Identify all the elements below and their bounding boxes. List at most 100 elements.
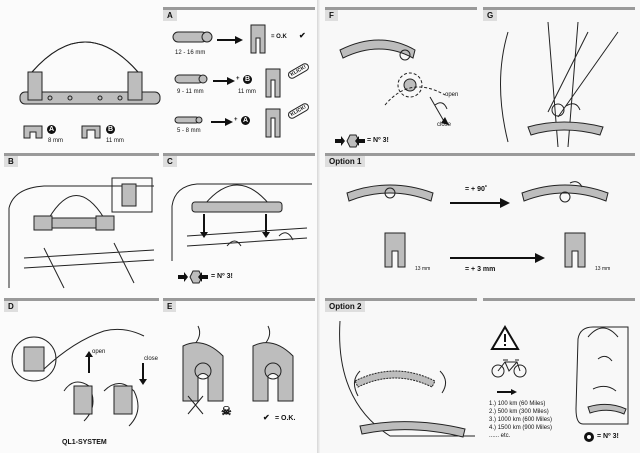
panel-label: G [483,10,498,21]
panel-a: A 12 - 16 mm = O.K ✔ 9 - 11 mm + B 11 mm… [163,7,315,155]
arrow-right-icon [213,77,235,85]
hex-nut-icon [584,432,594,442]
bag-bottom-illustration [339,320,475,438]
left-page: A 8 mm B 11 mm A 12 - 16 mm = O.K ✔ 9 - … [0,0,320,453]
mileage-row: 3.) 1000 km (600 Miles) [489,417,552,425]
ok-result: = O.K [271,34,287,40]
row-num: 2.) [489,409,497,415]
tool-size-note: = Nº 3! [597,433,619,440]
panel-e: E ☠ ✔ = O.K. [163,298,315,453]
plus-sign: + [234,117,238,123]
bag-mounting-illustration [8,177,155,289]
rack-adjust-illustration [500,21,619,148]
shift-instruction: = + 3 mm [465,266,496,273]
arrow-right-icon [211,118,233,126]
marker-b: B [243,75,252,84]
hook-icon [265,68,281,98]
rail-section-icon [172,31,213,43]
adjuster-after-illustration [521,181,609,203]
bag-rack-illustration [171,183,312,261]
panel-label: Option 1 [325,156,366,167]
close-label: close [437,122,452,128]
row-km: 500 km [497,409,518,415]
close-label: close [144,356,159,362]
size-11: 11 mm [238,89,256,95]
bicycle-icon [491,359,527,378]
plus-sign: + [236,76,240,82]
check-icon: ✔ [263,413,270,422]
row-miles: (60 Miles) [519,401,546,407]
warning-icon [490,325,520,350]
mileage-row: 1.) 100 km (60 Miles) [489,401,552,409]
panel-label: B [4,156,18,167]
row-num: 1.) [489,401,497,407]
clip-a-icon [23,125,43,139]
allen-key-icon [335,134,365,148]
dimension-left: 13 mm [415,266,431,272]
hand-release-illustration [11,328,147,427]
skull-icon: ☠ [221,404,232,418]
adjuster-illustration [339,39,449,125]
dimension-right: 13 mm [595,266,611,272]
panel-b: B [4,153,159,296]
rail-section-icon [174,116,203,124]
mileage-row: 2.) 500 km (300 Miles) [489,409,552,417]
range-3: 5 - 8 mm [177,128,201,134]
row-num: 4.) [489,425,497,431]
marker-a: A [47,125,56,134]
row-miles: (600 Miles) [522,417,553,423]
arrow-right-icon [497,389,517,395]
open-label: open [92,349,106,355]
click-bubble: KLICK! [286,101,311,121]
marker-a: A [241,116,250,125]
adjuster-before-illustration [346,184,434,202]
system-caption: QL1-SYSTEM [62,439,107,446]
row-num: 3.) [489,417,497,423]
tool-size-note: = Nº 3! [367,137,389,144]
allen-key-icon [178,270,208,284]
panel-d: D open close QL1-SYSTEM [4,298,159,453]
panel-label: F [325,10,338,21]
arrow-right-icon [217,36,243,44]
rotate-instruction: = + 90˚ [465,186,488,193]
hook-after-illustration [564,232,586,268]
arrow-right-icon [450,253,545,263]
tool-size-note: = Nº 3! [211,273,233,280]
range-1: 12 - 16 mm [175,50,206,56]
row-miles: (300 Miles) [519,409,549,415]
row-miles: (900 Miles) [522,425,553,431]
ok-result: = O.K. [275,415,296,422]
correct-hook-illustration [252,325,294,402]
etc-text: ...... etc. [489,433,511,439]
panel-label: C [163,156,177,167]
size-a-value: 8 mm [48,138,63,144]
warning-panel: 1.) 100 km (60 Miles) 2.) 500 km (300 Mi… [483,298,635,453]
panel-g: G [483,7,635,153]
row-km: 1000 km [497,417,521,423]
range-2: 9 - 11 mm [177,89,204,95]
panel-c: C = Nº 3! [163,153,315,296]
hook-before-illustration [384,232,406,268]
row-km: 100 km [497,401,518,407]
right-page: F open close = Nº 3! G [320,0,640,453]
wrong-hook-illustration [182,325,224,415]
panel-label: Option 2 [325,301,366,312]
hook-icon [250,24,266,54]
open-label: open [445,92,459,98]
panel-label: E [163,301,177,312]
mileage-row: 4.) 1500 km (900 Miles) [489,425,552,433]
check-icon: ✔ [299,31,306,40]
panel-label: D [4,301,18,312]
bag-adjust-illustration [575,326,629,425]
option-1-panel: Option 1 = + 90˚ 13 mm = + 3 mm 13 mm [325,153,635,296]
row-km: 1500 km [497,425,521,431]
panel-label: A [163,10,177,21]
mileage-list: 1.) 100 km (60 Miles) 2.) 500 km (300 Mi… [489,401,552,441]
rail-section-icon [174,74,208,84]
panel-f: F open close = Nº 3! [325,7,477,153]
marker-b: B [106,125,115,134]
arrow-right-icon [450,198,510,208]
option-2-panel: Option 2 [325,298,477,453]
handle-illustration [19,41,161,105]
click-bubble: KLICK! [286,61,311,81]
